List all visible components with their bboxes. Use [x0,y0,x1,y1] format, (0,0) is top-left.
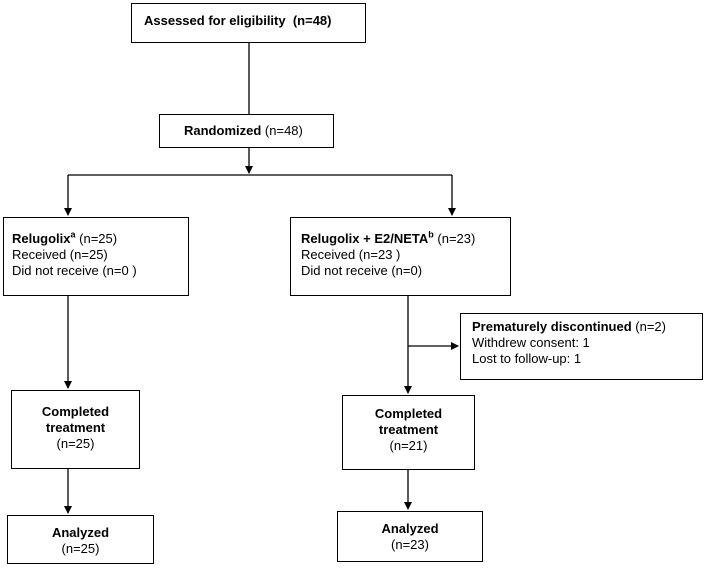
arm-a-box: Relugolixa (n=25) Received (n=25) Did no… [3,217,189,296]
arm-b-analyzed-box: Analyzed (n=23) [337,511,483,562]
arm-a-count: (n=25) [79,231,118,246]
randomized-label: Randomized [184,123,262,138]
arm-a-analyzed-label: Analyzed [51,525,110,540]
arm-b-completed-label: Completed treatment [374,406,443,437]
arm-a-completed-count: (n=25) [56,436,95,451]
arm-a-completed-box: Completed treatment (n=25) [11,390,140,469]
arm-a-not-received: Did not receive (n=0 ) [12,263,137,278]
arm-a-analyzed-count: (n=25) [61,541,100,556]
discontinued-count: (n=2) [635,319,666,334]
discontinued-box: Prematurely discontinued (n=2) Withdrew … [460,313,703,380]
arm-a-received: Received (n=25) [12,247,108,262]
randomized-count: (n=48) [264,123,303,138]
arm-b-analyzed-count: (n=23) [391,537,429,552]
assessed-count: (n=48) [292,13,332,28]
assessed-label: Assessed for eligibility [144,13,286,28]
arm-a-analyzed-box: Analyzed (n=25) [7,515,154,564]
arm-b-box: Relugolix + E2/NETAb (n=23) Received (n=… [290,217,511,296]
arm-a-completed-label: Completed treatment [41,404,110,435]
discontinued-withdrew: Withdrew consent: 1 [472,335,590,350]
randomized-box: Randomized (n=48) [159,114,334,148]
arm-a-name: Relugolix [12,231,71,246]
arm-b-received: Received (n=23 ) [301,247,401,262]
arm-b-not-received: Did not receive (n=0) [301,263,423,278]
arm-b-name: Relugolix + E2/NETA [301,231,429,246]
arm-b-count: (n=23) [437,231,476,246]
assessed-box: Assessed for eligibility (n=48) [131,3,366,43]
discontinued-lost: Lost to follow-up: 1 [472,351,582,366]
arm-a-footnote: a [70,229,76,240]
arm-b-footnote: b [428,229,434,240]
discontinued-title: Prematurely discontinued [472,319,632,334]
arm-b-completed-box: Completed treatment (n=21) [342,395,475,470]
arm-b-analyzed-label: Analyzed [381,521,439,536]
arm-b-completed-count: (n=21) [389,438,428,453]
